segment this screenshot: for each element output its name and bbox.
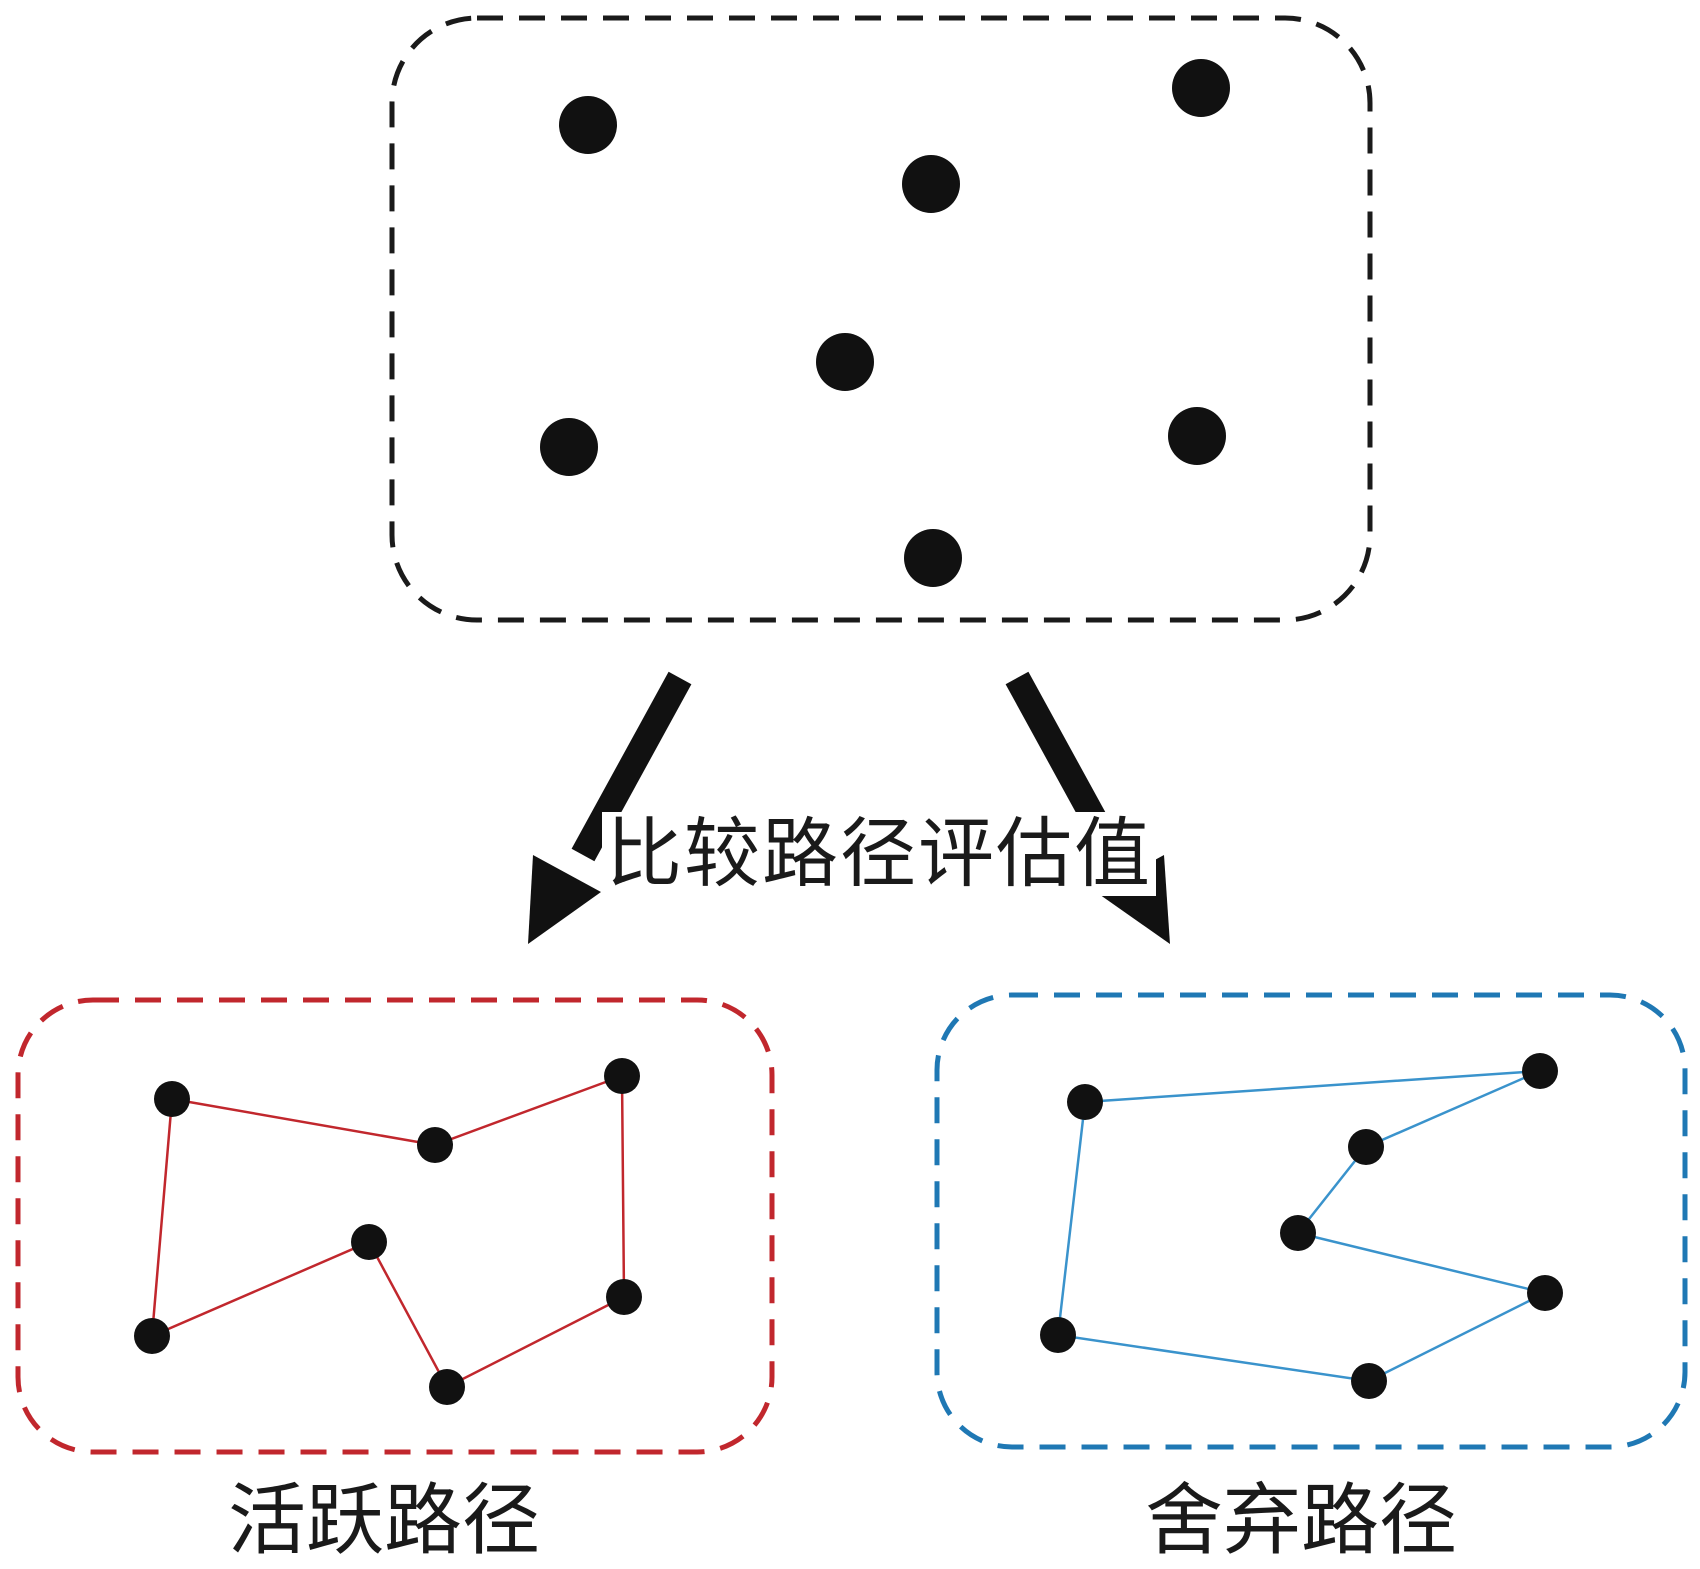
active-path-point xyxy=(154,1081,190,1117)
source-point xyxy=(559,96,617,154)
active-path-caption: 活跃路径 xyxy=(228,1476,541,1566)
active-path-point xyxy=(606,1279,642,1315)
active-path-line xyxy=(150,1074,626,1389)
discard-path-point xyxy=(1067,1084,1103,1120)
active-path-box xyxy=(15,997,775,1455)
source-point xyxy=(902,155,960,213)
active-path-point xyxy=(134,1318,170,1354)
left-arrow-shaft xyxy=(571,671,692,862)
discard-path-line xyxy=(1056,1069,1549,1383)
active-path-group xyxy=(15,997,775,1455)
source-point xyxy=(540,418,598,476)
source-point xyxy=(816,333,874,391)
source-box xyxy=(389,15,1373,623)
source-point-set xyxy=(389,15,1373,623)
discard-path-caption: 舍弃路径 xyxy=(1145,1476,1458,1566)
source-point xyxy=(1168,407,1226,465)
discard-path-point xyxy=(1348,1129,1384,1165)
discard-path-point xyxy=(1527,1275,1563,1311)
compare-evaluation-label: 比较路径评估值 xyxy=(602,812,1156,896)
discard-path-point xyxy=(1040,1317,1076,1353)
discard-path-point xyxy=(1351,1363,1387,1399)
discard-path-point xyxy=(1522,1053,1558,1089)
discard-path-group xyxy=(934,992,1688,1450)
discard-path-box xyxy=(934,992,1688,1450)
left-arrow xyxy=(528,671,692,944)
discard-path-point xyxy=(1280,1215,1316,1251)
source-point xyxy=(1172,59,1230,117)
active-path-point xyxy=(604,1058,640,1094)
left-arrow-head xyxy=(528,855,601,944)
active-path-point xyxy=(429,1369,465,1405)
source-point xyxy=(904,529,962,587)
active-path-point xyxy=(417,1127,453,1163)
active-path-point xyxy=(351,1224,387,1260)
